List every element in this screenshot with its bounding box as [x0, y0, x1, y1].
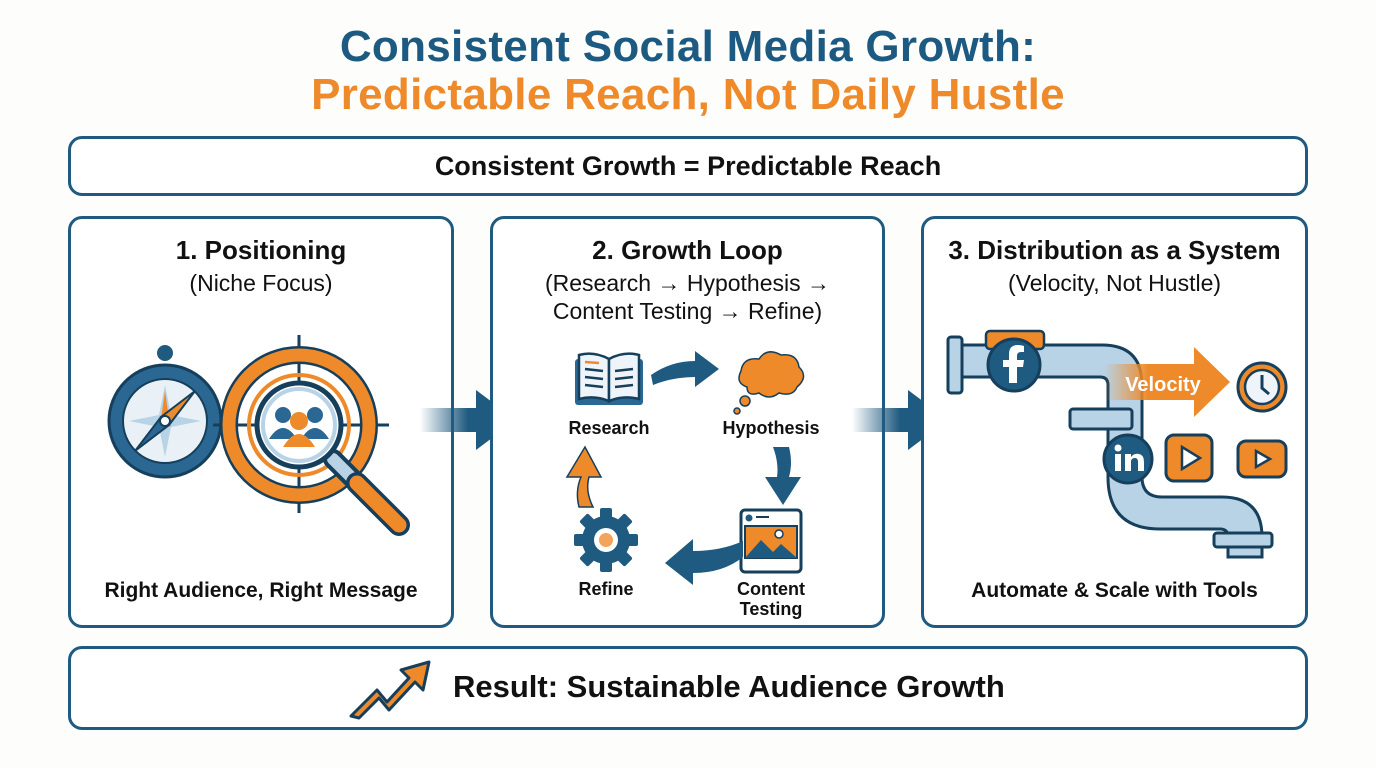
thought-cloud-icon — [733, 351, 805, 415]
panel-subtitle: (Research → Hypothesis → Content Testing… — [544, 270, 831, 324]
velocity-arrow-icon — [1104, 347, 1230, 417]
panel-positioning: 1. Positioning (Niche Focus) Right Audie… — [68, 216, 454, 628]
title-line-2: Predictable Reach, Not Daily Hustle — [311, 70, 1065, 119]
social-post-icon — [739, 508, 803, 574]
book-icon — [575, 352, 643, 405]
velocity-label: Velocity — [1125, 374, 1201, 396]
compass-icon — [107, 345, 223, 479]
step-label-content-testing: Content Testing — [737, 579, 805, 619]
equation-banner: Consistent Growth = Predictable Reach — [68, 136, 1308, 196]
step-label-research: Research — [568, 418, 650, 438]
trend-up-arrow-icon — [349, 660, 431, 720]
loop-arrow-up-icon — [565, 445, 603, 508]
facebook-icon — [986, 337, 1042, 393]
panel-growth-loop: 2. Growth Loop (Research → Hypothesis → … — [490, 216, 885, 628]
panel-heading: 2. Growth Loop — [592, 235, 783, 265]
gear-icon — [574, 508, 638, 572]
panel-heading: 3. Distribution as a System — [948, 235, 1281, 265]
clock-icon — [1236, 361, 1288, 413]
result-banner: Result: Sustainable Audience Growth — [68, 646, 1308, 730]
loop-arrow-down-icon — [765, 447, 801, 505]
title-line-1: Consistent Social Media Growth: — [339, 22, 1037, 71]
panel-footer: Automate & Scale with Tools — [971, 579, 1258, 602]
step-label-refine: Refine — [578, 579, 634, 599]
panel-subtitle: (Velocity, Not Hustle) — [1007, 270, 1222, 296]
video-play-icon — [1236, 439, 1288, 479]
step-label-hypothesis: Hypothesis — [722, 418, 820, 438]
panel-heading: 1. Positioning — [175, 235, 347, 265]
linkedin-icon — [1102, 433, 1154, 485]
panel-subtitle: (Niche Focus) — [189, 270, 333, 296]
panel-distribution: 3. Distribution as a System (Velocity, N… — [921, 216, 1308, 628]
result-text: Result: Sustainable Audience Growth — [453, 669, 1005, 704]
loop-arrow-right-icon — [651, 351, 719, 387]
panel-footer: Right Audience, Right Message — [104, 579, 418, 602]
magnifier-audience-icon — [213, 335, 410, 536]
loop-arrow-left-icon — [665, 539, 743, 585]
video-play-icon — [1164, 433, 1214, 483]
